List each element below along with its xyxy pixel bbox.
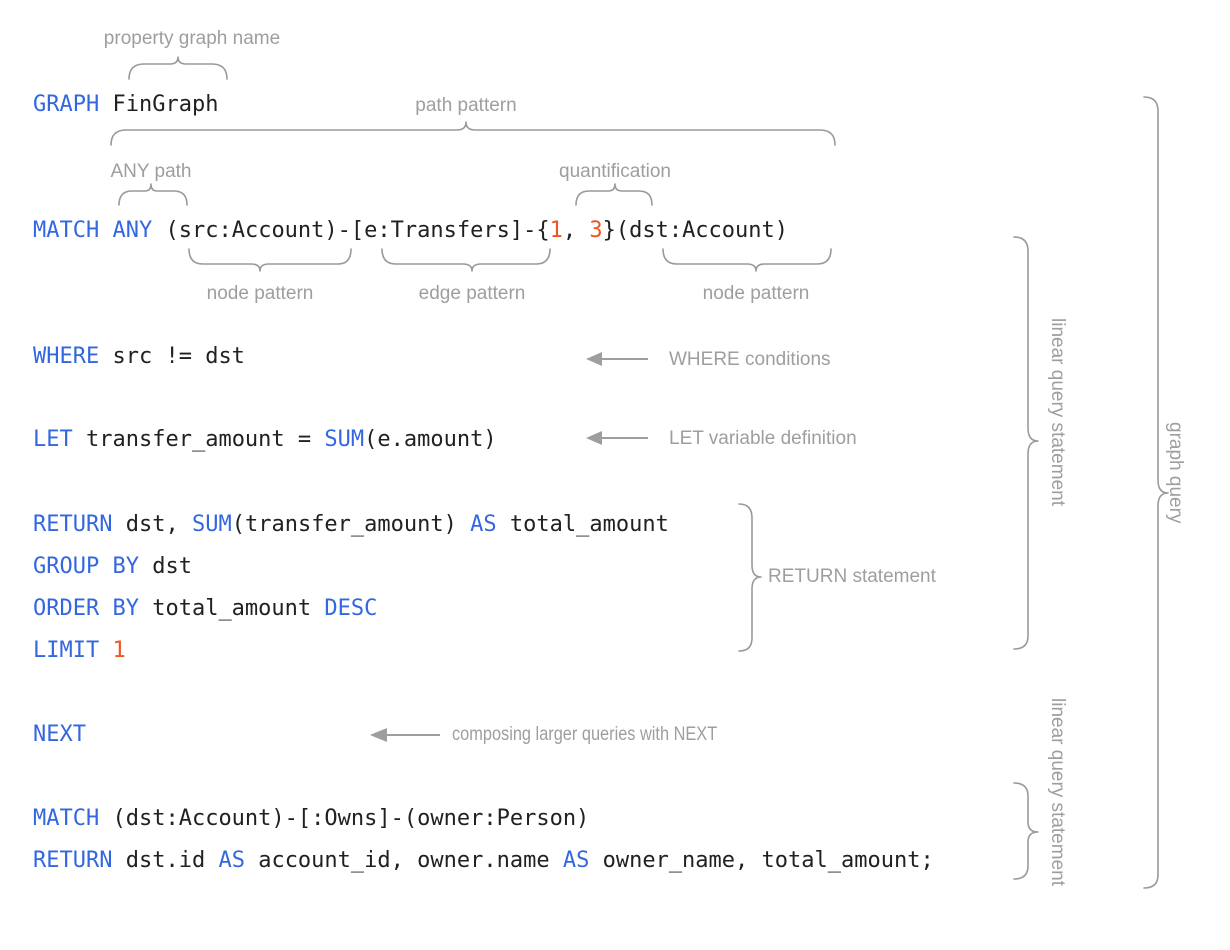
code-token	[99, 638, 112, 663]
code-token: SUM	[191, 512, 232, 537]
code-token: SUM	[324, 427, 365, 452]
code-token: src != dst	[99, 344, 245, 369]
code-line-return-final: RETURN dst.id AS account_id, owner.name …	[33, 848, 934, 874]
code-token: NEXT	[33, 722, 86, 747]
label-linear-query-statement-2: linear query statement	[1047, 698, 1068, 886]
code-token: 1	[549, 218, 563, 243]
code-token: ,	[562, 218, 590, 243]
code-line-graph: GRAPH FinGraph	[33, 92, 218, 118]
code-token: ANY	[112, 218, 153, 243]
label-composing-with-next: composing larger queries with NEXT	[452, 724, 718, 745]
brace-node-pattern-dst	[662, 248, 832, 272]
code-token: AS	[470, 512, 497, 537]
code-token: AS	[562, 848, 590, 873]
code-line-group-by: GROUP BY dst	[33, 554, 192, 580]
brace-return-statement	[738, 503, 762, 652]
code-token: dst.id	[112, 848, 219, 873]
code-line-match: MATCH ANY (src:Account)-[e:Transfers]-{1…	[33, 218, 788, 244]
code-token: }(dst:Account)	[602, 218, 789, 243]
label-path-pattern: path pattern	[415, 95, 517, 116]
label-return-statement: RETURN statement	[768, 566, 936, 587]
brace-path-pattern	[110, 121, 836, 146]
brace-any-path	[118, 183, 188, 206]
code-token: ORDER BY	[33, 596, 139, 621]
code-token: total_amount	[138, 596, 325, 621]
label-let-variable-definition: LET variable definition	[669, 428, 857, 449]
code-token: 3	[589, 218, 603, 243]
code-line-match-owns: MATCH (dst:Account)-[:Owns]-(owner:Perso…	[33, 806, 589, 832]
label-graph-query: graph query	[1165, 422, 1186, 524]
code-token: MATCH	[33, 806, 100, 831]
label-linear-query-statement-1: linear query statement	[1047, 318, 1068, 506]
code-token	[99, 218, 112, 243]
label-edge-pattern: edge pattern	[418, 283, 526, 304]
code-token: account_id, owner.name	[244, 848, 563, 873]
arrow-let-variable-definition	[586, 431, 648, 445]
code-token: total_amount	[496, 512, 669, 537]
label-node-pattern-src: node pattern	[206, 283, 314, 304]
code-token: 1	[112, 638, 126, 663]
code-line-next: NEXT	[33, 722, 86, 748]
code-token: (e.amount)	[364, 427, 497, 452]
code-token: GROUP BY	[33, 554, 139, 579]
code-token: (transfer_amount)	[231, 512, 471, 537]
code-line-let: LET transfer_amount = SUM(e.amount)	[33, 427, 497, 453]
code-line-where: WHERE src != dst	[33, 344, 245, 370]
arrow-composing-with-next	[370, 728, 440, 742]
brace-node-pattern-src	[188, 248, 352, 272]
code-token: MATCH	[33, 218, 100, 243]
code-token: transfer_amount =	[72, 427, 325, 452]
brace-property-graph-name	[128, 56, 228, 80]
label-where-conditions: WHERE conditions	[669, 349, 831, 370]
code-token: AS	[218, 848, 245, 873]
code-line-limit: LIMIT 1	[33, 638, 126, 664]
brace-linear-query-statement-1	[1013, 236, 1039, 650]
code-token: (src:Account)-[e:Transfers]-{	[152, 218, 550, 243]
label-any-path: ANY path	[110, 161, 192, 182]
code-token: GRAPH	[33, 92, 100, 117]
code-token: owner_name, total_amount;	[589, 848, 934, 873]
brace-linear-query-statement-2	[1013, 782, 1039, 880]
code-token: DESC	[324, 596, 378, 621]
label-property-graph-name: property graph name	[103, 28, 281, 49]
code-token: LET	[33, 427, 73, 452]
code-token: dst	[138, 554, 192, 579]
label-quantification: quantification	[559, 161, 671, 182]
brace-quantification	[575, 183, 653, 206]
arrow-where-conditions	[586, 352, 648, 366]
brace-edge-pattern	[381, 248, 551, 272]
code-line-return: RETURN dst, SUM(transfer_amount) AS tota…	[33, 512, 669, 538]
code-token: (dst:Account)-[:Owns]-(owner:Person)	[99, 806, 590, 831]
code-token: RETURN	[33, 848, 113, 873]
code-token: FinGraph	[99, 92, 219, 117]
label-node-pattern-dst: node pattern	[702, 283, 810, 304]
code-token: dst,	[112, 512, 192, 537]
code-line-order-by: ORDER BY total_amount DESC	[33, 596, 377, 622]
code-token: RETURN	[33, 512, 113, 537]
code-token: WHERE	[33, 344, 100, 369]
code-token: LIMIT	[33, 638, 100, 663]
